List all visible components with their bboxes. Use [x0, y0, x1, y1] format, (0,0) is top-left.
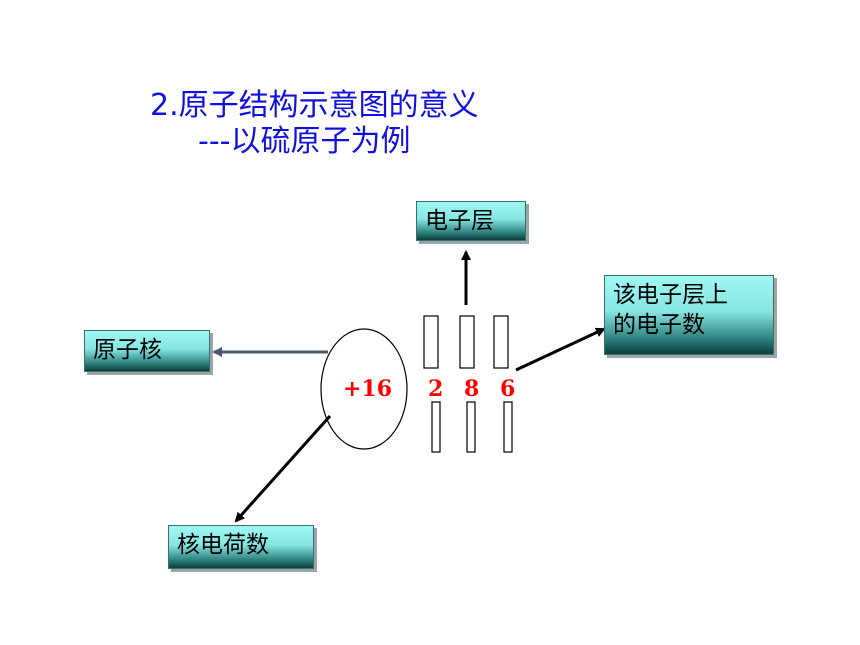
electrons-on-shell-label-line2: 的电子数: [613, 312, 705, 338]
electrons-on-shell-label-line1: 该电子层上: [613, 282, 728, 308]
page-title: 2.原子结构示意图的意义: [150, 88, 479, 123]
shell-1-electron-count: 2: [428, 376, 444, 402]
arrow-to-nuclear-charge: [234, 414, 332, 523]
shell-1-upper-bar: [423, 315, 439, 369]
nuclear-charge-label-text: 核电荷数: [177, 532, 269, 558]
nuclear-charge-label: 核电荷数: [168, 525, 314, 569]
electron-shell-label: 电子层: [416, 201, 526, 241]
electrons-on-shell-label: 该电子层上 的电子数: [604, 275, 774, 355]
shell-3-upper-bar: [493, 315, 509, 369]
page-subtitle: ---以硫原子为例: [198, 124, 411, 159]
nuclear-charge-value: +16: [343, 376, 393, 402]
shell-3-lower-bar: [503, 401, 513, 453]
shell-1-lower-bar: [431, 401, 441, 453]
nucleus-label: 原子核: [84, 330, 210, 372]
nucleus-label-text: 原子核: [93, 337, 162, 363]
arrow-to-electrons-on-shell: [515, 327, 606, 372]
shell-2-upper-bar: [459, 315, 475, 369]
electron-shell-label-text: 电子层: [425, 208, 494, 234]
shell-2-lower-bar: [466, 401, 476, 453]
shell-2-electron-count: 8: [464, 376, 480, 402]
nucleus-ellipse: [320, 328, 408, 450]
shell-3-electron-count: 6: [500, 376, 516, 402]
